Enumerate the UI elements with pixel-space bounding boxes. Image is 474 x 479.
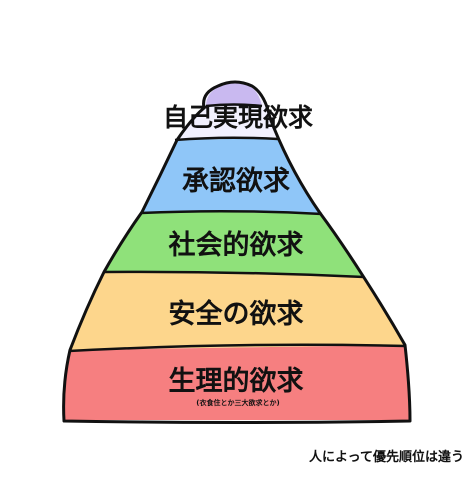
tip-fill bbox=[206, 82, 262, 106]
tier-3-fill bbox=[104, 212, 363, 276]
divider-2 bbox=[140, 209, 323, 216]
tier-sublabel-physiological: (衣食住とか三大欲求とか) bbox=[196, 398, 279, 407]
divider-4 bbox=[68, 343, 407, 353]
caption: 人によって優先順位は違う bbox=[309, 450, 464, 465]
tier-label-self-actualization: 自己実現欲求 bbox=[163, 103, 313, 132]
divider-3 bbox=[102, 270, 365, 279]
pyramid-outline bbox=[62, 80, 412, 424]
tier-label-social: 社会的欲求 bbox=[169, 229, 304, 261]
tier-2-fill bbox=[142, 138, 320, 213]
divider-1 bbox=[174, 136, 279, 142]
tip-line bbox=[205, 103, 263, 108]
tier-5-fill bbox=[63, 345, 410, 420]
tier-label-physiological: 生理的欲求 bbox=[169, 365, 304, 397]
tier-4-fill bbox=[70, 272, 405, 350]
tier-label-safety: 安全の欲求 bbox=[169, 298, 304, 330]
tier-label-esteem: 承認欲求 bbox=[182, 165, 290, 197]
